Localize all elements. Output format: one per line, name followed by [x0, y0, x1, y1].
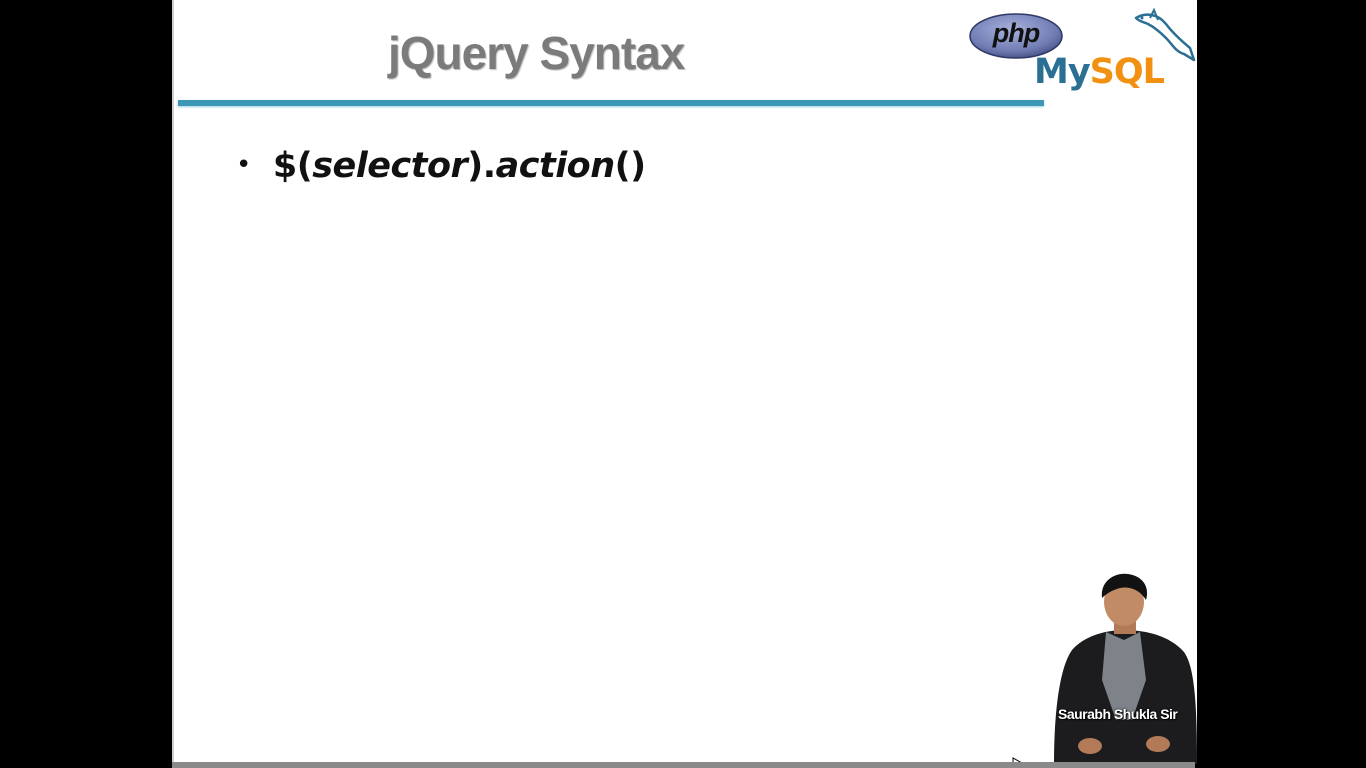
presentation-slide: jQuery Syntax php MySQL	[172, 0, 1197, 764]
dolphin-icon	[1134, 8, 1196, 62]
title-underline	[178, 100, 1044, 106]
presenter-caption: Saurabh Shukla Sir	[1058, 706, 1178, 722]
bullet-item: • $(selector).action()	[236, 146, 646, 186]
slide-title: jQuery Syntax	[388, 27, 685, 79]
video-bottom-bar	[172, 762, 1195, 768]
php-label: php	[992, 18, 1040, 48]
code-part-selector: selector	[312, 146, 468, 186]
code-part-action: action	[495, 146, 616, 186]
bullet-point-icon: •	[236, 150, 251, 180]
php-mysql-logo: php MySQL	[962, 6, 1197, 98]
mysql-wordmark: MySQL	[1034, 52, 1165, 92]
mysql-sql: SQL	[1089, 52, 1165, 92]
jquery-syntax-code: $(selector).action()	[273, 146, 646, 186]
code-part-dollar-open: $(	[272, 146, 313, 186]
code-part-parens: ()	[614, 146, 647, 186]
mysql-my: My	[1034, 52, 1091, 92]
code-part-close-dot: ).	[467, 146, 496, 186]
php-badge-icon	[969, 13, 1063, 59]
presenter-photo	[1054, 573, 1197, 764]
